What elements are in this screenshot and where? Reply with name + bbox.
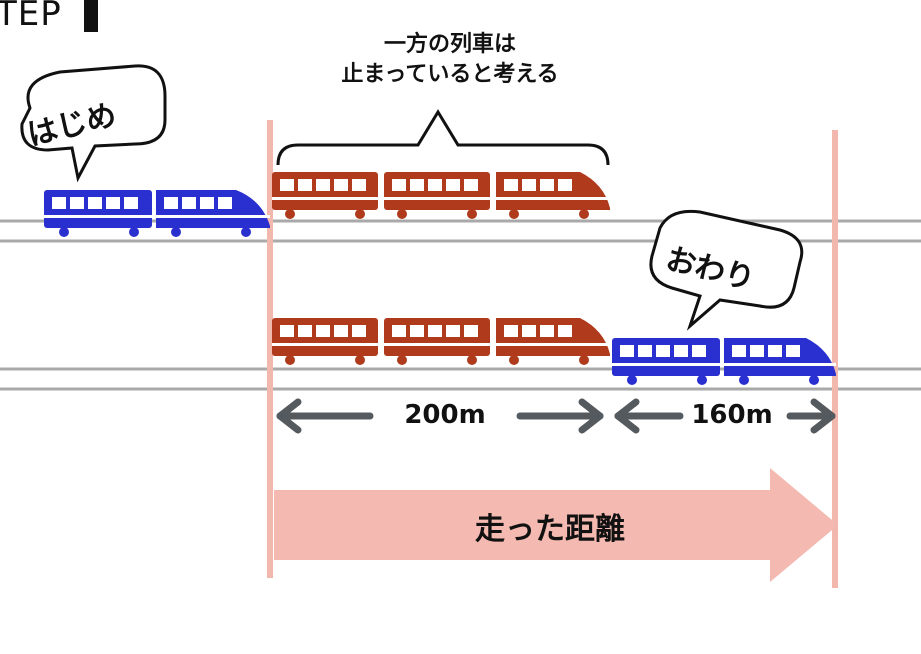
traveled-distance-arrow — [274, 468, 838, 582]
red-train-bottom — [272, 318, 610, 365]
distance-label-160m: 160m — [691, 400, 773, 430]
arrow-160m — [614, 398, 836, 434]
stationary-note: 一方の列車は 止まっていると考える — [300, 30, 600, 90]
step-title: TEP — [0, 0, 62, 34]
note-line-1: 一方の列車は — [383, 32, 516, 57]
brace — [276, 109, 610, 166]
arrow-200m — [276, 398, 604, 434]
red-train-top — [272, 172, 610, 219]
traveled-distance-label: 走った距離 — [475, 512, 625, 547]
start-speech-bubble — [20, 64, 167, 183]
distance-label-200m: 200m — [404, 400, 486, 430]
step-number-bar — [84, 0, 98, 32]
blue-train-start — [44, 190, 270, 237]
end-speech-bubble — [649, 209, 804, 331]
blue-train-end — [612, 338, 836, 385]
note-line-2: 止まっていると考える — [341, 62, 559, 87]
